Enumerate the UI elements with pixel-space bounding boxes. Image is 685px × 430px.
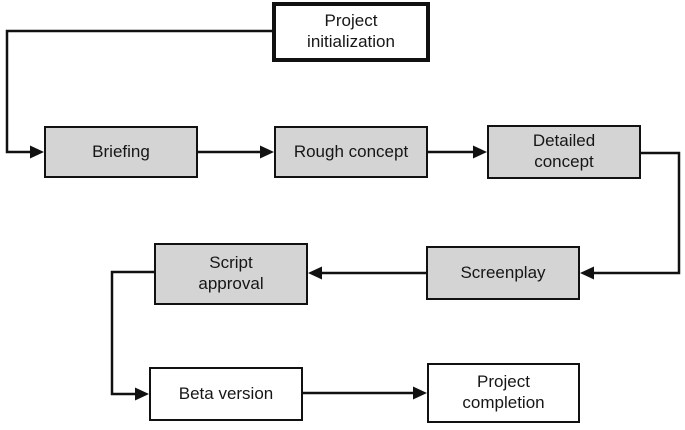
arrowhead-right-icon [260, 145, 274, 159]
node-label: Project completion [462, 372, 545, 412]
edge-script-approval-to-beta-version [110, 270, 154, 401]
node-script-approval: Script approval [154, 243, 308, 305]
node-label: Screenplay [460, 262, 546, 282]
node-label: Project initialization [307, 11, 395, 51]
arrowhead-right-icon [135, 387, 149, 401]
node-screenplay: Screenplay [426, 246, 580, 300]
edge-project-initialization-to-briefing [5, 29, 272, 159]
node-label: Detailed concept [532, 131, 596, 171]
edge-briefing-to-rough-concept [198, 145, 274, 159]
node-label: Rough concept [293, 141, 409, 161]
edge-screenplay-to-script-approval [308, 266, 426, 280]
edge-detailed-concept-to-screenplay [580, 151, 681, 280]
node-detailed-concept: Detailed concept [487, 125, 641, 179]
node-beta-version: Beta version [149, 367, 303, 421]
arrowhead-left-icon [308, 266, 322, 280]
node-briefing: Briefing [44, 126, 198, 178]
edge-beta-version-to-project-completion [303, 386, 427, 400]
arrowhead-right-icon [30, 145, 44, 159]
arrowhead-left-icon [580, 266, 594, 280]
node-label: Script approval [198, 253, 264, 293]
node-project-initialization: Project initialization [272, 2, 430, 62]
edge-rough-concept-to-detailed-concept [428, 145, 487, 159]
node-rough-concept: Rough concept [274, 126, 428, 178]
arrowhead-right-icon [413, 386, 427, 400]
node-project-completion: Project completion [427, 363, 580, 423]
arrowhead-right-icon [473, 145, 487, 159]
node-label: Beta version [178, 383, 274, 403]
node-label: Briefing [92, 141, 150, 161]
